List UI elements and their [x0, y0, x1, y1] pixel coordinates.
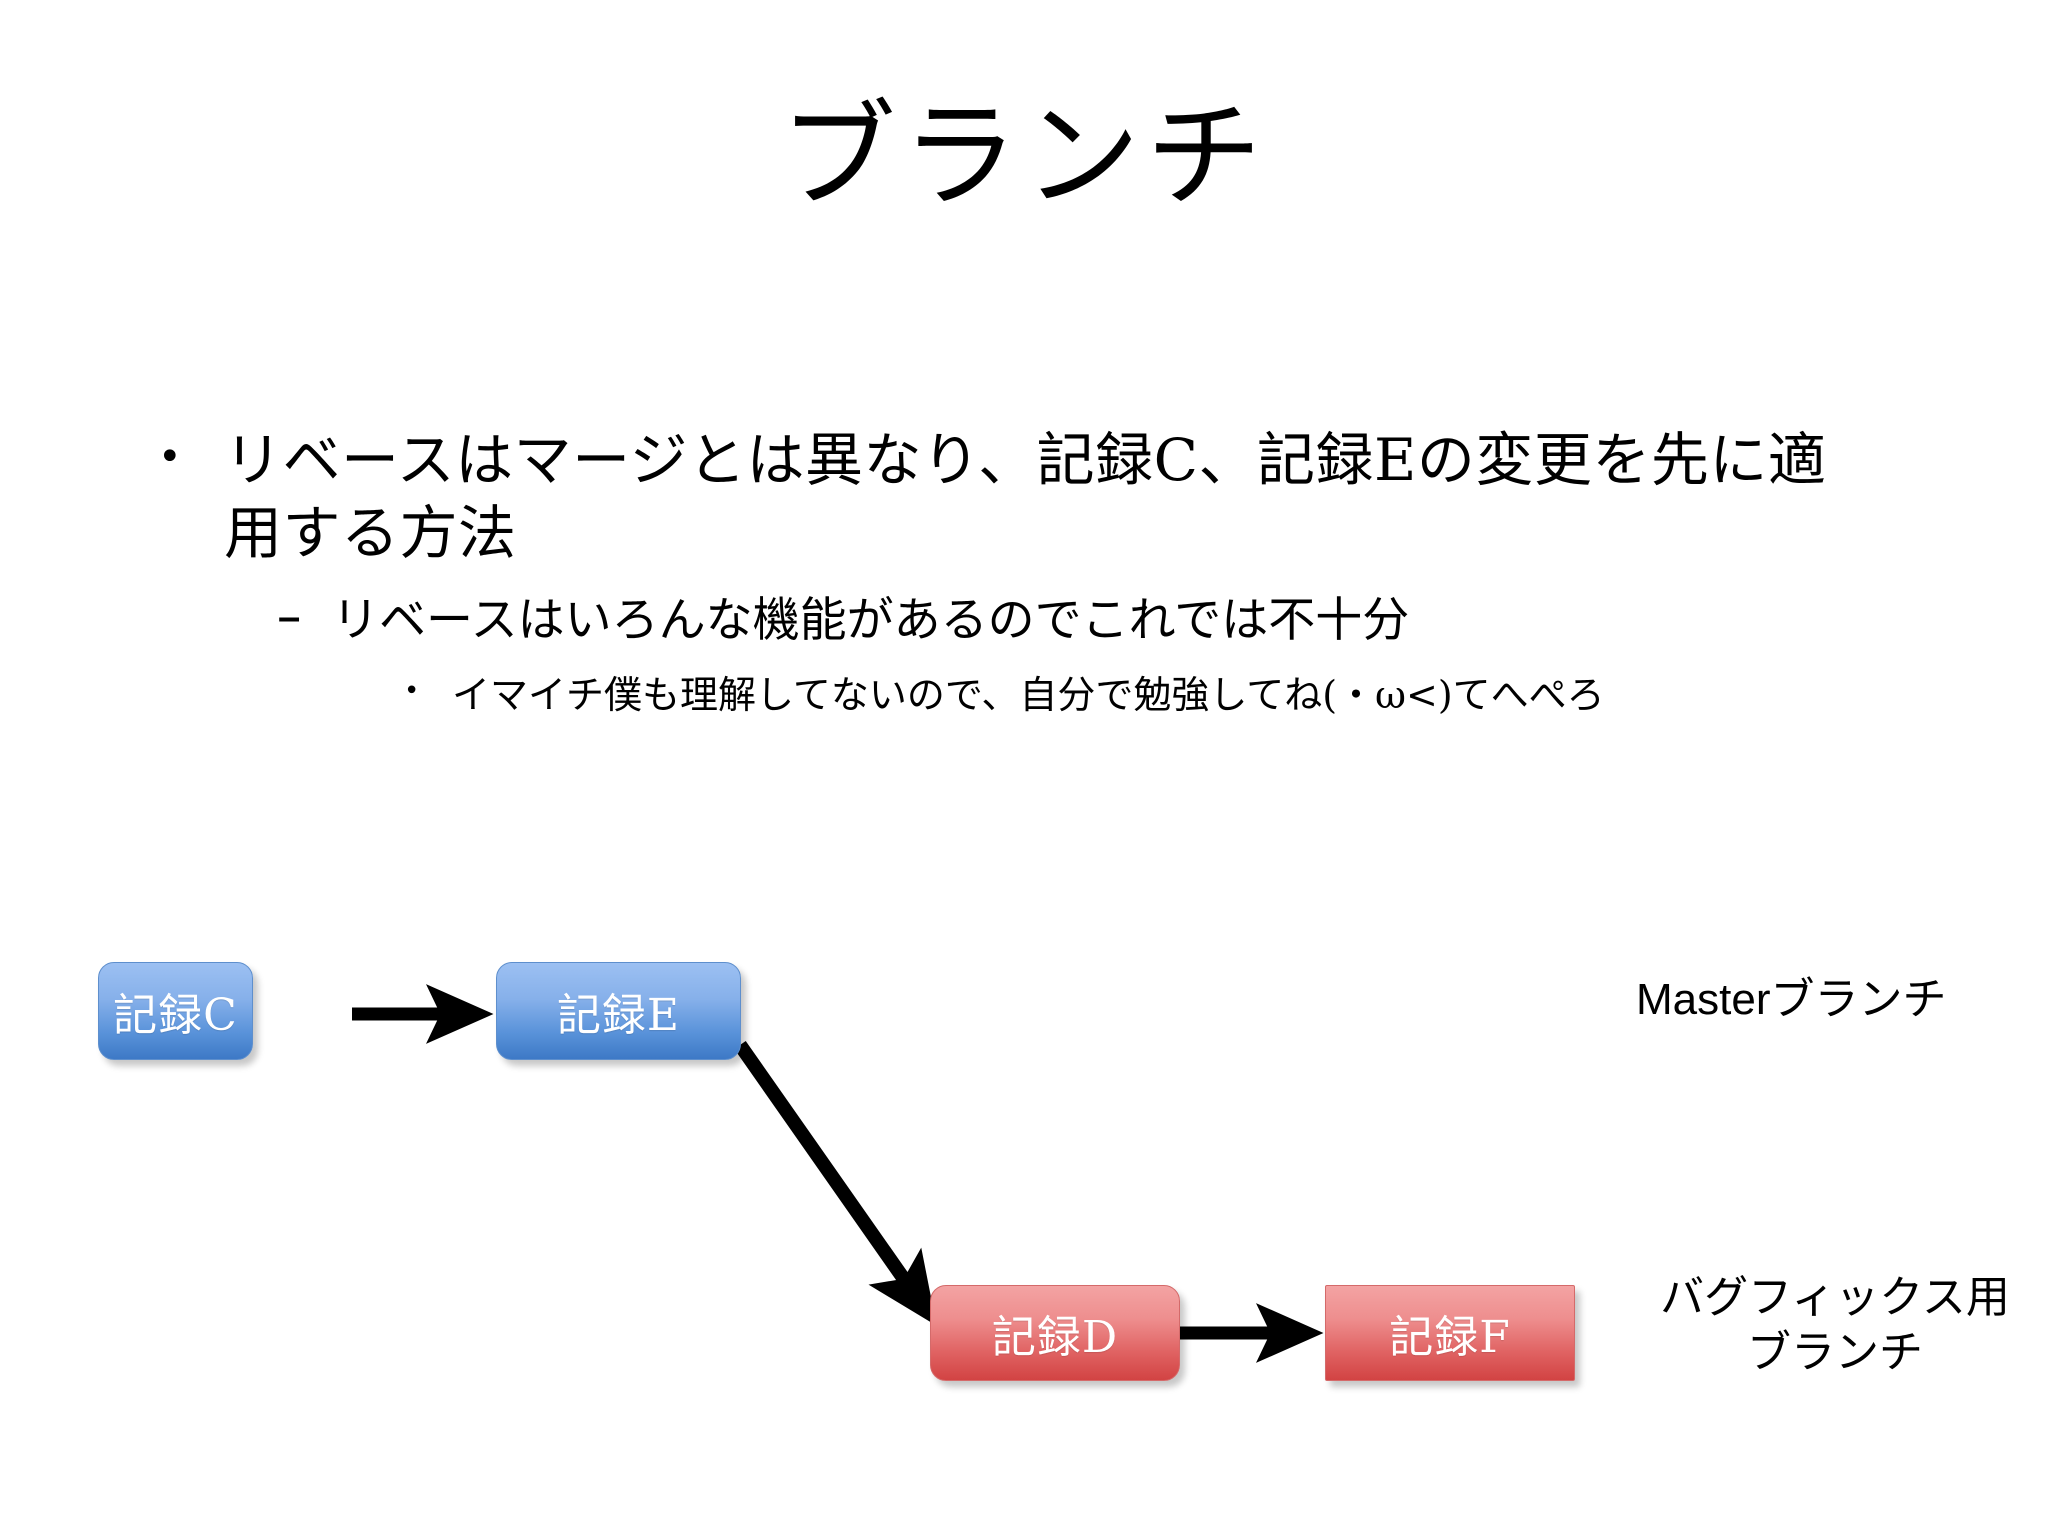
branch-label-master-jp: ブランチ: [1770, 974, 1947, 1025]
branch-label-bugfix-line-2: ブランチ: [1747, 1327, 1923, 1378]
bullet-level-3: • イマイチ僕も理解してないので、自分で勉強してね(・ω<)てへぺろ: [150, 671, 1940, 720]
bullet-level-1-text: リベースはマージとは異なり、記録C、記録Eの変更を先に適用する方法: [224, 426, 1827, 568]
commit-node-label: 記録E: [556, 990, 681, 1041]
bullet-marker-dash-icon: –: [278, 595, 301, 640]
commit-node-record-d[interactable]: 記録D: [930, 1285, 1180, 1381]
commit-node-label: 記録F: [1389, 1312, 1511, 1363]
branch-label-bugfix-line-1: バグフィックス用: [1660, 1272, 2010, 1323]
commit-node-label: 記録C: [113, 990, 238, 1041]
bullet-level-1: • リベースはマージとは異なり、記録C、記録Eの変更を先に適用する方法: [150, 424, 1940, 570]
commit-node-label: 記録D: [991, 1312, 1119, 1363]
arrow-e-to-d: [734, 1040, 937, 1326]
bullet-marker-small-dot-icon: •: [404, 676, 420, 707]
commit-node-record-e[interactable]: 記録E: [496, 962, 741, 1060]
branch-label-bugfix: バグフィックス用 ブランチ: [1630, 1270, 2040, 1380]
slide-title: ブランチ: [780, 89, 1268, 224]
branch-label-master-latin: Master: [1636, 975, 1771, 1024]
bullet-level-2-text: リベースはいろんな機能があるのでこれでは不十分: [332, 593, 1410, 649]
branch-label-master: Masterブランチ: [1636, 972, 2036, 1027]
bullet-level-2: – リベースはいろんな機能があるのでこれでは不十分: [150, 590, 1940, 651]
bullet-list: • リベースはマージとは異なり、記録C、記録Eの変更を先に適用する方法 – リベ…: [150, 424, 1940, 721]
bullet-level-3-text: イマイチ僕も理解してないので、自分で勉強してね(・ω<)てへぺろ: [452, 673, 1605, 718]
bullet-marker-dot-icon: •: [158, 434, 183, 480]
commit-node-record-f[interactable]: 記録F: [1325, 1285, 1575, 1381]
commit-node-record-c[interactable]: 記録C: [98, 962, 253, 1060]
